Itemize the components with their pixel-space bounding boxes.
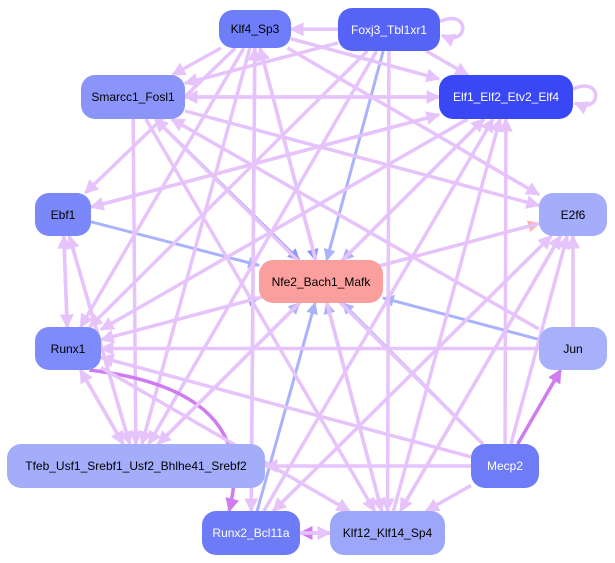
edge-elf1-to-runx1 [99,117,469,332]
node-label: Klf12_Klf14_Sp4 [342,526,433,540]
node-label: Tfeb_Usf1_Srebf1_Usf2_Bhlhe41_Srebf2 [25,459,247,473]
edge-mecp2-to-klf12 [424,483,472,513]
node-ebf1[interactable]: Ebf1 [35,193,91,236]
edge-klf4-to-elf1 [290,37,441,83]
self-loop-foxj3 [439,16,465,47]
edge-klf12-to-elf1 [391,117,504,512]
node-label: Elf1_Elf2_Etv2_Elf4 [452,90,560,104]
node-runx1[interactable]: Runx1 [35,327,101,370]
node-elf1[interactable]: Elf1_Elf2_Etv2_Elf4 [439,75,573,119]
edge-smarcc1-to-klf12 [144,118,377,513]
node-runx2[interactable]: Runx2_Bcl11a [202,511,300,555]
edge-runx1-to-ebf1 [57,234,72,328]
node-label: Jun [563,341,583,356]
edge-tfeb-to-runx1 [78,368,125,445]
node-label: Nfe2_Bach1_Mafk [271,274,371,289]
node-jun[interactable]: Jun [539,327,607,370]
edge-foxj3-to-klf12 [380,50,395,513]
node-e2f6[interactable]: E2f6 [539,193,607,236]
edge-foxj3-to-smarcc1 [183,41,339,87]
node-klf12[interactable]: Klf12_Klf14_Sp4 [330,511,445,555]
edge-foxj3-to-elf1 [425,49,470,77]
edge-e2f6-to-klf12 [398,235,562,513]
edge-runx2-to-elf1 [262,117,495,512]
edge-klf4-to-smarcc1 [171,46,222,77]
edge-mecp2-to-jun [516,368,563,445]
node-tfeb[interactable]: Tfeb_Usf1_Srebf1_Usf2_Bhlhe41_Srebf2 [7,444,265,488]
node-label: Ebf1 [50,207,76,222]
edge-jun-to-smarcc1 [170,117,540,331]
edge-ebf1-to-elf1 [90,111,441,209]
node-klf4[interactable]: Klf4_Sp3 [219,10,291,48]
node-label: E2f6 [560,207,586,222]
node-nfe2[interactable]: Nfe2_Bach1_Mafk [259,260,383,303]
edge-runx1-to-klf12 [100,366,351,513]
edge-runx2-to-klf4 [247,46,262,512]
node-label: Klf4_Sp3 [230,22,280,36]
edge-klf4-to-ebf1 [84,46,237,195]
node-label: Runx1 [50,341,86,356]
node-smarcc1[interactable]: Smarcc1_Fosl1 [81,75,185,119]
node-foxj3[interactable]: Foxj3_Tbl1xr1 [338,8,440,51]
edge-e2f6-to-runx2 [272,234,553,513]
node-label: Foxj3_Tbl1xr1 [350,22,428,37]
edge-smarcc1-to-tfeb [128,118,143,446]
node-label: Runx2_Bcl11a [212,526,290,540]
edge-mecp2-to-runx1 [99,353,472,459]
edge-klf4-to-tfeb [138,47,252,446]
node-label: Smarcc1_Fosl1 [91,90,175,104]
node-label: Mecp2 [486,459,524,473]
self-loop-elf1 [572,84,598,115]
edge-foxj3-to-tfeb [147,50,379,446]
edge-jun-to-nfe2 [381,294,540,341]
node-mecp2[interactable]: Mecp2 [471,444,539,488]
